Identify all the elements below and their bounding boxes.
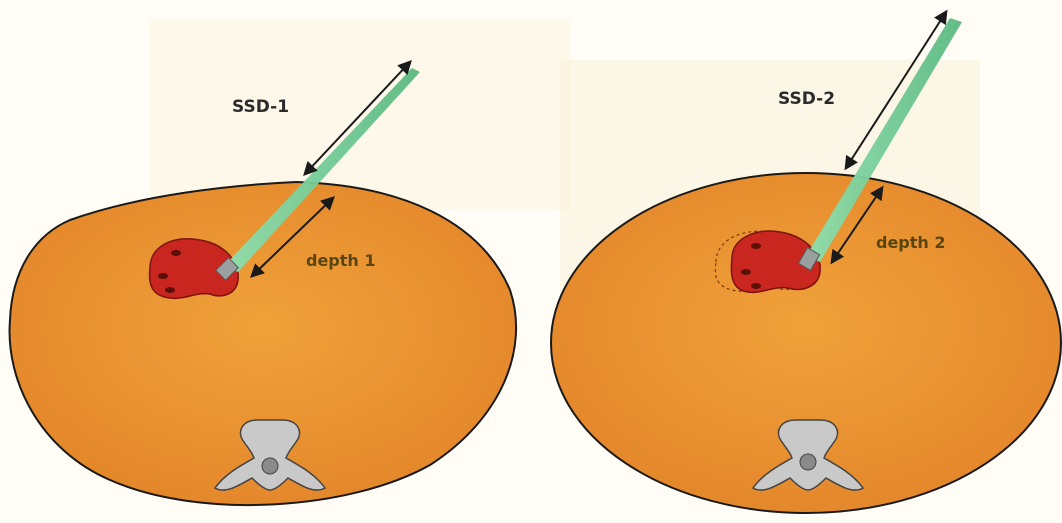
depth-label-right: depth 2 <box>876 233 946 252</box>
organ-spot <box>158 273 168 279</box>
organ-spot <box>165 287 175 293</box>
ssd-label-left: SSD-1 <box>232 97 289 117</box>
organ-spot <box>751 283 761 289</box>
organ-spot <box>171 250 181 256</box>
organ-spot <box>741 269 751 275</box>
depth-label-left: depth 1 <box>306 251 376 270</box>
ssd-label-right: SSD-2 <box>778 89 835 109</box>
organ-spot <box>751 243 761 249</box>
